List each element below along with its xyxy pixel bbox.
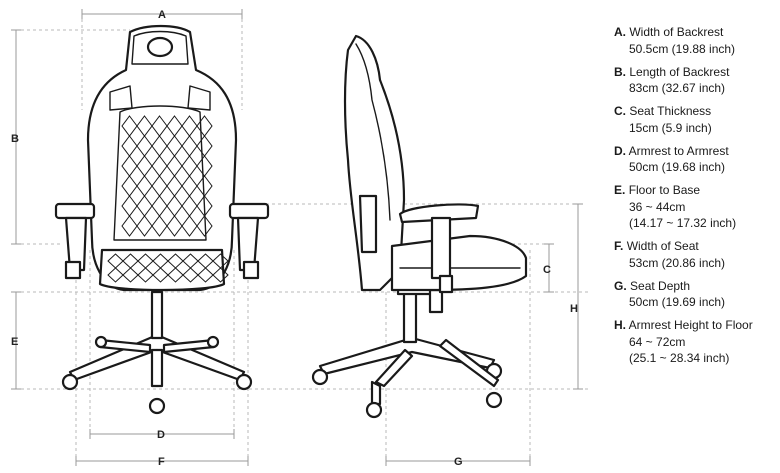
quilt-diamond xyxy=(167,267,184,283)
chair-side-view xyxy=(311,34,528,419)
dim-letter-b: B xyxy=(11,133,19,145)
front-base xyxy=(61,333,253,415)
legend-item-letter: C. xyxy=(614,104,626,118)
chair-front-view xyxy=(54,24,270,415)
quilt-diamond xyxy=(196,215,213,237)
legend-item-name: Length of Backrest xyxy=(629,64,730,79)
front-armrest-left xyxy=(54,202,96,280)
quilt-diamond xyxy=(197,267,214,283)
legend-item-value: 64 ~ 72cm xyxy=(629,334,686,349)
front-quilt-pattern xyxy=(121,115,213,237)
quilt-diamond xyxy=(212,267,229,283)
quilt-diamond xyxy=(122,267,139,283)
legend-item-name: Seat Depth xyxy=(630,278,691,293)
legend-item-name: Armrest Height to Floor xyxy=(628,318,753,332)
legend-item-heading: F. Width of Seat xyxy=(614,238,780,255)
dim-letter-h: H xyxy=(570,303,578,315)
legend-item-heading: B. Length of Backrest xyxy=(614,64,780,81)
side-armrest xyxy=(398,203,480,294)
legend-item-name: Armrest to Armrest xyxy=(628,143,729,158)
quilt-diamond xyxy=(152,267,169,283)
side-seat xyxy=(390,234,528,292)
legend-item-letter: E. xyxy=(614,183,626,197)
legend-item-heading: E. Floor to Base xyxy=(614,182,780,199)
legend-item-heading: H. Armrest Height to Floor xyxy=(614,317,780,334)
chair-dimension-diagram: A B C D E F G H xyxy=(11,9,590,468)
side-backrest xyxy=(343,34,406,292)
legend-item-heading: A. Width of Backrest xyxy=(614,24,780,41)
legend-item-letter: A. xyxy=(614,25,626,39)
dim-letter-e: E xyxy=(11,336,18,348)
legend-item-name: Width of Backrest xyxy=(629,25,724,39)
quilt-diamond xyxy=(137,267,154,283)
side-gas-lift xyxy=(402,290,418,344)
dim-letter-a: A xyxy=(158,9,166,21)
legend-item-letter: H. xyxy=(614,318,626,332)
legend-item-value: 53cm (20.86 inch) xyxy=(629,255,726,270)
legend-item-heading: G. Seat Depth xyxy=(614,278,780,295)
side-base xyxy=(311,336,503,419)
legend-item-name: Seat Thickness xyxy=(629,104,712,118)
legend-item-value: 83cm (32.67 inch) xyxy=(629,81,726,95)
legend-item-name: Floor to Base xyxy=(628,183,701,197)
legend-item-value: 36 ~ 44cm xyxy=(629,199,686,214)
legend-item-letter: D. xyxy=(614,143,626,158)
dimension-guides xyxy=(11,9,590,466)
front-armrest-right xyxy=(228,202,270,280)
front-seat-quilt-pattern xyxy=(107,253,229,283)
legend-item-heading: C. Seat Thickness xyxy=(614,103,780,120)
quilt-diamond xyxy=(151,215,168,237)
legend-item-name: Width of Seat xyxy=(626,239,699,253)
legend-item-value: 15cm (5.9 inch) xyxy=(629,120,712,135)
dim-letter-f: F xyxy=(158,456,165,468)
dimension-letters: A B C D E F G H xyxy=(11,9,578,468)
quilt-diamond xyxy=(107,267,124,283)
quilt-diamond xyxy=(182,267,199,283)
legend-item-value: (14.17 ~ 17.32 inch) xyxy=(629,216,737,230)
legend-item-value: 50cm (19.68 inch) xyxy=(629,160,726,174)
legend-item-heading: D. Armrest to Armrest xyxy=(614,143,780,160)
front-gas-lift xyxy=(150,290,164,340)
legend-item-value: 50.5cm (19.88 inch) xyxy=(629,41,736,56)
quilt-diamond xyxy=(121,215,138,237)
dim-letter-c: C xyxy=(543,264,551,276)
legend-item-value: (25.1 ~ 28.34 inch) xyxy=(629,351,730,365)
legend-item-letter: F. xyxy=(614,239,624,253)
quilt-diamond xyxy=(136,215,153,237)
dim-letter-d: D xyxy=(157,429,165,441)
legend-item-letter: B. xyxy=(614,64,626,79)
legend-item-value: 50cm (19.69 inch) xyxy=(629,295,726,309)
dim-letter-g: G xyxy=(454,456,463,468)
chair-logo-icon xyxy=(146,36,174,58)
quilt-diamond xyxy=(181,215,198,237)
quilt-diamond xyxy=(166,215,183,237)
legend-item-letter: G. xyxy=(614,278,627,293)
